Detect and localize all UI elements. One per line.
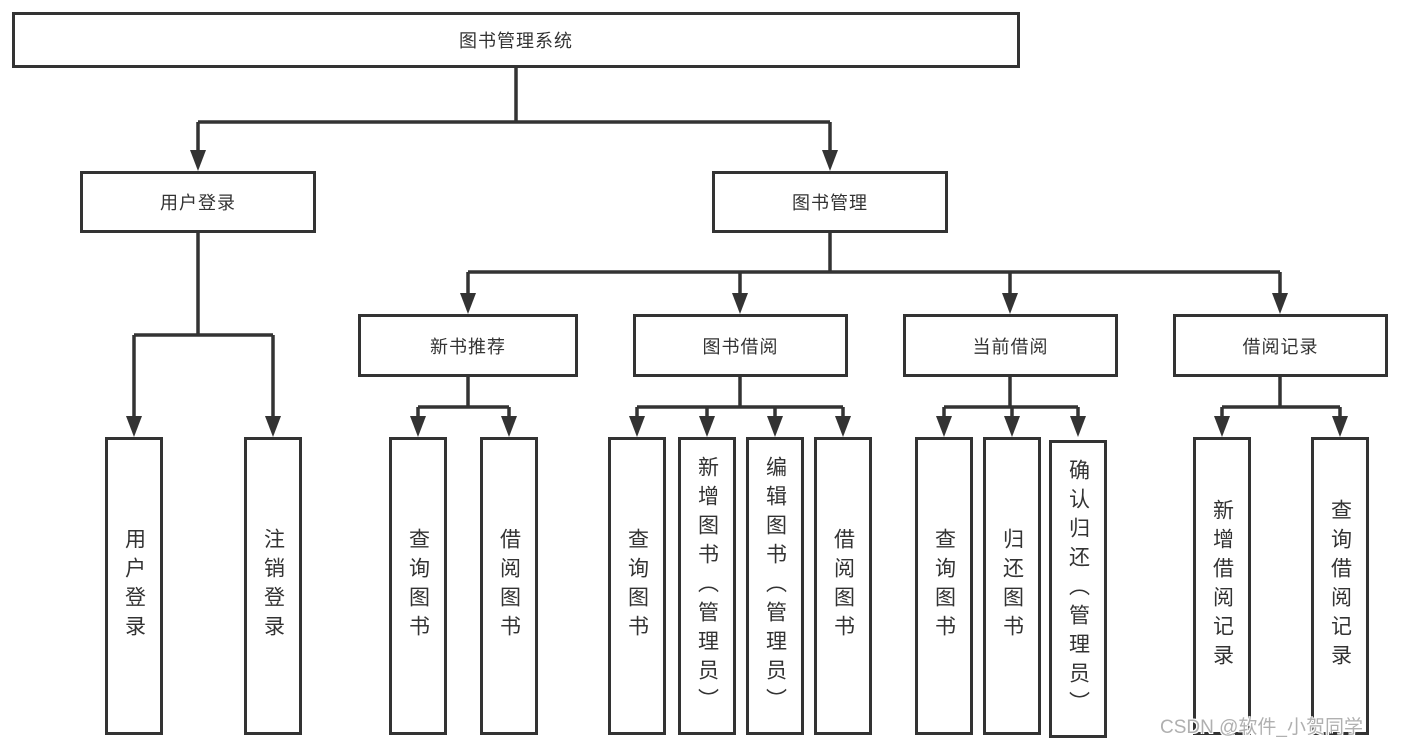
- arrowhead-down: [501, 416, 517, 437]
- leaf-borrowing-query-books: 查询图书: [608, 437, 666, 735]
- leaf-records-query-record: 查询借阅记录: [1311, 437, 1369, 735]
- connector-book-management-children: [460, 233, 1288, 314]
- arrowhead-down: [822, 150, 838, 171]
- arrowhead-down: [190, 150, 206, 171]
- node-root: 图书管理系统: [12, 12, 1020, 68]
- connector-borrowing-records-children: [1214, 377, 1348, 437]
- connector-new-book-recommendation-children: [410, 377, 517, 437]
- arrowhead-down: [1214, 416, 1230, 437]
- leaf-current-confirm-return: 确认归还（管理员）: [1049, 440, 1107, 738]
- node-borrowing-records: 借阅记录: [1173, 314, 1388, 377]
- node-borrowing-records-label: 借阅记录: [1242, 336, 1319, 357]
- node-new-book-recommendation-label: 新书推荐: [430, 336, 506, 357]
- leaf-records-query-record-label: 查询借阅记录: [1328, 499, 1352, 673]
- leaf-recommend-query-books-label: 查询图书: [406, 528, 430, 644]
- node-book-borrowing: 图书借阅: [633, 314, 848, 377]
- arrowhead-down: [265, 416, 281, 437]
- connector-user-login-children: [126, 233, 281, 437]
- leaf-current-query-books-label: 查询图书: [932, 528, 956, 644]
- arrowhead-down: [1332, 416, 1348, 437]
- leaf-current-return-books-label: 归还图书: [1000, 528, 1024, 644]
- connector-book-borrowing-children: [629, 377, 851, 437]
- node-book-management: 图书管理: [712, 171, 948, 233]
- leaf-logout: 注销登录: [244, 437, 302, 735]
- leaf-user-login-label: 用户登录: [122, 528, 146, 644]
- leaf-current-return-books: 归还图书: [983, 437, 1041, 735]
- arrowhead-down: [936, 416, 952, 437]
- leaf-recommend-query-books: 查询图书: [389, 437, 447, 735]
- leaf-borrowing-query-books-label: 查询图书: [625, 528, 649, 644]
- arrowhead-down: [460, 293, 476, 314]
- leaf-borrowing-edit-books-label: 编辑图书（管理员）: [763, 455, 787, 717]
- node-current-borrowing: 当前借阅: [903, 314, 1118, 377]
- arrowhead-down: [126, 416, 142, 437]
- arrowhead-down: [1272, 293, 1288, 314]
- node-user-login: 用户登录: [80, 171, 316, 233]
- leaf-current-confirm-return-label: 确认归还（管理员）: [1066, 458, 1090, 720]
- node-current-borrowing-label: 当前借阅: [972, 336, 1049, 357]
- arrowhead-down: [767, 416, 783, 437]
- connector-root-to-level2: [190, 68, 838, 171]
- leaf-logout-label: 注销登录: [261, 528, 285, 644]
- leaf-borrowing-add-books-label: 新增图书（管理员）: [695, 455, 719, 717]
- leaf-user-login: 用户登录: [105, 437, 163, 735]
- arrowhead-down: [732, 293, 748, 314]
- csdn-watermark: CSDN @软件_小贺同学: [1160, 717, 1363, 738]
- arrowhead-down: [410, 416, 426, 437]
- leaf-borrowing-borrow-books-label: 借阅图书: [831, 528, 855, 644]
- leaf-borrowing-edit-books: 编辑图书（管理员）: [746, 437, 804, 735]
- arrowhead-down: [835, 416, 851, 437]
- leaf-recommend-borrow-books: 借阅图书: [480, 437, 538, 735]
- arrowhead-down: [699, 416, 715, 437]
- leaf-current-query-books: 查询图书: [915, 437, 973, 735]
- node-book-management-label: 图书管理: [792, 193, 868, 213]
- node-user-login-label: 用户登录: [160, 193, 236, 213]
- leaf-borrowing-add-books: 新增图书（管理员）: [678, 437, 736, 735]
- leaf-records-add-record-label: 新增借阅记录: [1210, 499, 1234, 673]
- arrowhead-down: [1070, 416, 1086, 437]
- node-new-book-recommendation: 新书推荐: [358, 314, 578, 377]
- leaf-recommend-borrow-books-label: 借阅图书: [497, 528, 521, 644]
- arrowhead-down: [1002, 293, 1018, 314]
- node-book-borrowing-label: 图书借阅: [702, 336, 779, 357]
- leaf-borrowing-borrow-books: 借阅图书: [814, 437, 872, 735]
- node-root-label: 图书管理系统: [459, 31, 573, 51]
- leaf-records-add-record: 新增借阅记录: [1193, 437, 1251, 735]
- connector-current-borrowing-children: [936, 377, 1086, 437]
- arrowhead-down: [1004, 416, 1020, 437]
- arrowhead-down: [629, 416, 645, 437]
